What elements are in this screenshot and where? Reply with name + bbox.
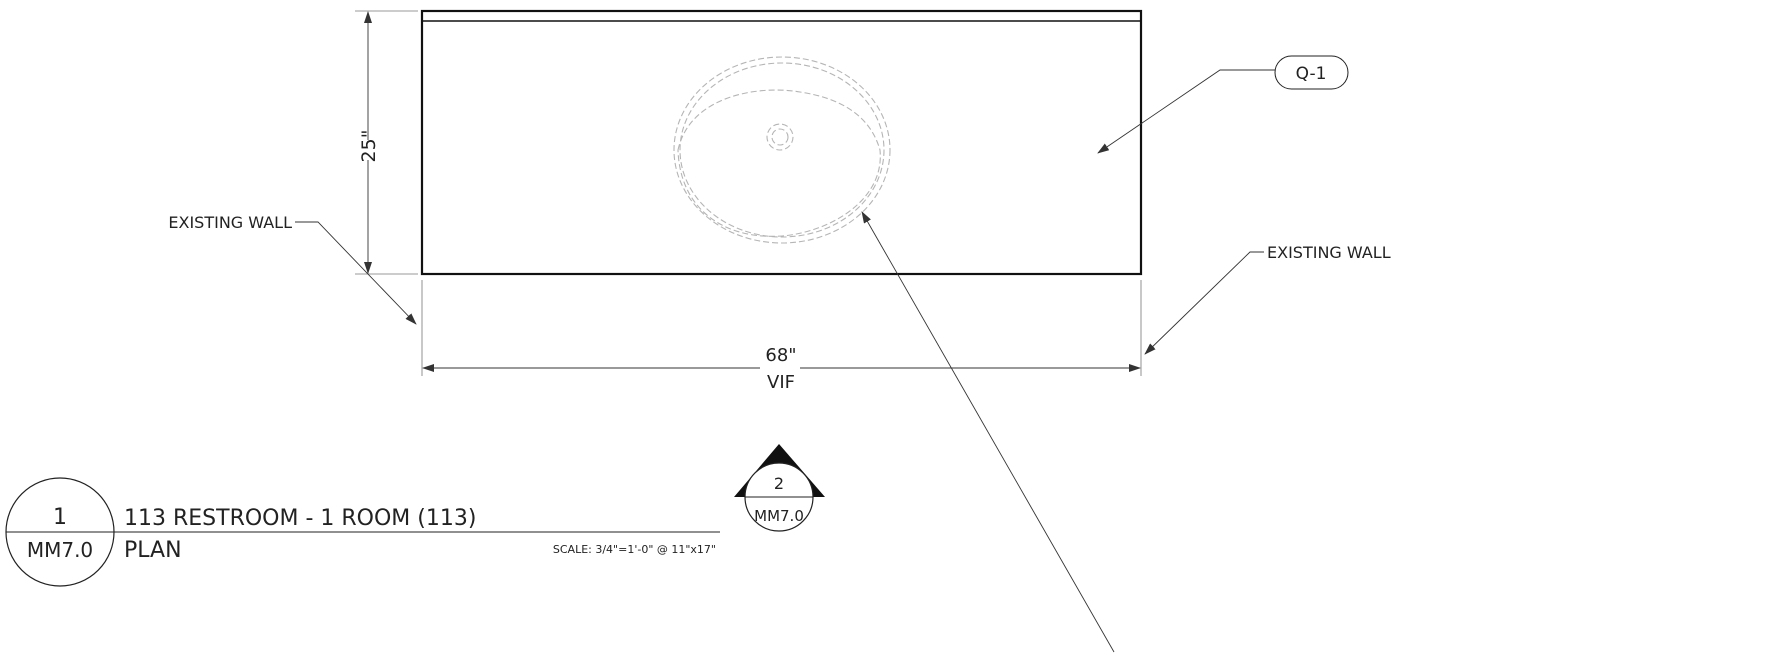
drawing-title: 113 RESTROOM - 1 ROOM (113) xyxy=(124,506,476,531)
width-dimension: 68" VIF xyxy=(421,280,1142,393)
material-tag-bubble xyxy=(1274,55,1349,90)
sink-outer-rim xyxy=(673,56,891,244)
existing-wall-left-leader xyxy=(295,221,417,325)
existing-wall-left-callout: EXISTING WALL xyxy=(168,213,417,325)
title-view-sheet: MM7.0 xyxy=(27,538,93,562)
section-marker-number: 2 xyxy=(774,474,784,493)
material-tag-label: Q-1 xyxy=(1296,64,1327,84)
material-tag-leader xyxy=(1097,69,1275,154)
existing-wall-right-leader xyxy=(1144,251,1264,355)
sink-inner-rim xyxy=(679,62,885,238)
section-marker: 2 MM7.0 xyxy=(734,444,825,532)
sink-bowl xyxy=(677,89,881,237)
countertop-outline xyxy=(420,9,1143,276)
drain-outer xyxy=(766,123,794,151)
drain-inner xyxy=(771,128,789,146)
countertop xyxy=(420,9,1143,276)
existing-wall-right-callout: EXISTING WALL xyxy=(1144,243,1391,355)
material-tag-callout: Q-1 xyxy=(1097,55,1349,154)
title-view-number: 1 xyxy=(53,505,67,530)
sink-leader-line xyxy=(861,211,1115,653)
width-dimension-label: 68" xyxy=(765,345,796,366)
sink xyxy=(673,56,891,244)
drawing-subtitle: PLAN xyxy=(124,538,182,563)
depth-dimension: 25" xyxy=(355,10,418,275)
title-block: 1 MM7.0 113 RESTROOM - 1 ROOM (113) PLAN… xyxy=(5,477,720,587)
existing-wall-right-label: EXISTING WALL xyxy=(1267,243,1391,262)
depth-dimension-label: 25" xyxy=(358,130,380,163)
width-note-label: VIF xyxy=(767,372,795,393)
existing-wall-left-label: EXISTING WALL xyxy=(168,213,292,232)
drawing-scale: SCALE: 3/4"=1'-0" @ 11"x17" xyxy=(553,543,716,556)
section-marker-sheet: MM7.0 xyxy=(754,507,804,525)
